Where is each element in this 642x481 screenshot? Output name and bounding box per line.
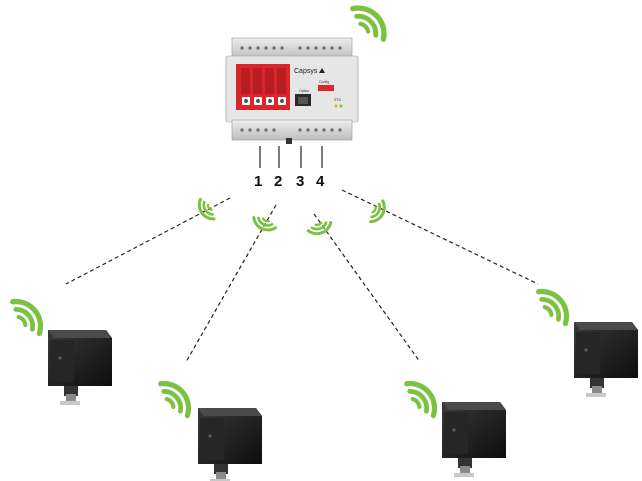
link-2	[185, 204, 277, 363]
option-label: Option	[299, 89, 309, 93]
channel-label-1: 1	[254, 173, 262, 190]
wireless-signal-icon	[535, 284, 574, 327]
channel-leads	[259, 146, 323, 168]
wireless-signal-icon	[9, 294, 48, 337]
config-label: Config	[319, 80, 329, 84]
wireless-signal-icon	[366, 197, 390, 227]
channel-label-4: 4	[316, 173, 325, 190]
camera-sensor-icon	[442, 402, 506, 477]
wireless-signal-icon	[249, 213, 279, 236]
link-3	[313, 213, 421, 363]
wireless-signal-icon	[403, 376, 442, 419]
camera-sensor-icon	[574, 322, 638, 397]
brand-label: Capsys	[294, 68, 318, 75]
camera-sensor-icon	[198, 408, 262, 481]
link-4	[341, 189, 539, 285]
channel-label-3: 3	[296, 173, 304, 190]
channel-label-2: 2	[274, 173, 282, 190]
status-label: STS	[334, 98, 341, 102]
wireless-signal-icon	[349, 0, 392, 43]
relay-modules	[236, 64, 290, 110]
wireless-signal-icon	[157, 376, 196, 419]
camera-sensor-icon	[48, 330, 112, 405]
controller-module-icon: Capsys Config Option STS	[225, 37, 359, 144]
wireless-signal-icon	[193, 196, 219, 225]
wireless-links	[65, 189, 539, 363]
